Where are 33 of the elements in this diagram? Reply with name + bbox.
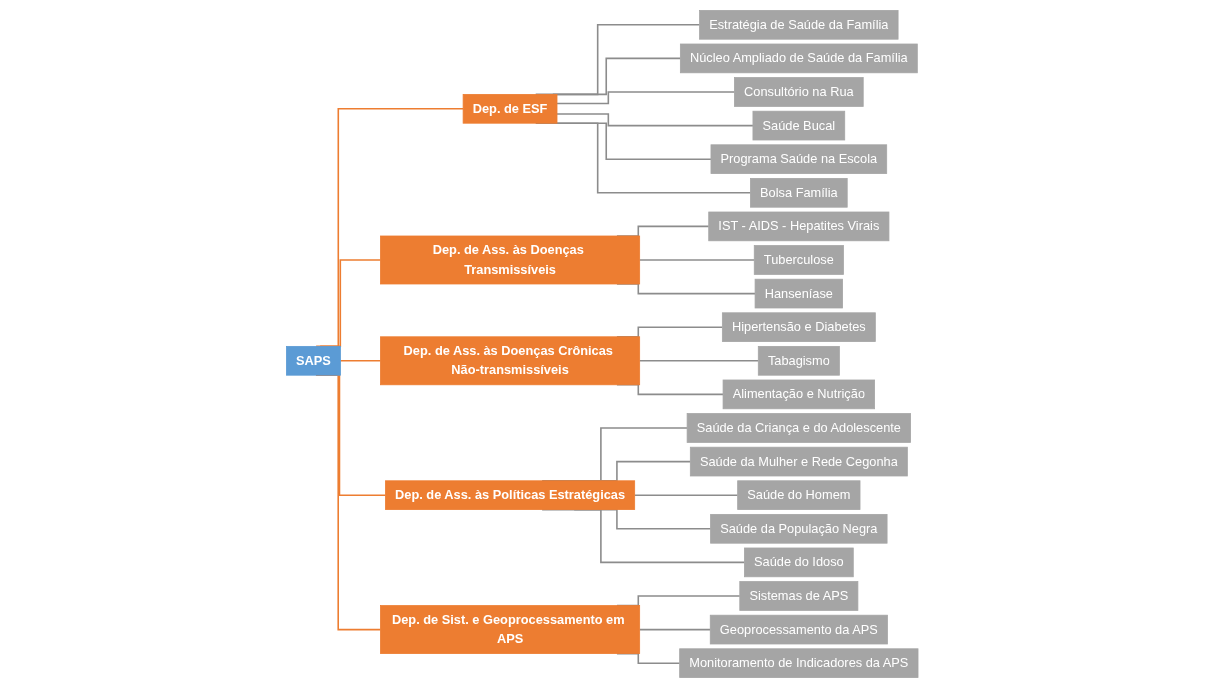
node-box: Saúde da Mulher e Rede Cegonha [690,446,909,477]
node-box: Dep. de Ass. às Doenças Crônicas Não-transmissíveis [380,336,641,386]
node-box: IST - AIDS - Hepatites Virais [708,211,890,242]
node-box: Saúde do Homem [737,480,861,510]
node-box: Sistemas de APS [739,581,859,611]
node-box: Saúde Bucal [752,110,846,141]
connector [339,360,382,362]
node-box: Saúde da População Negra [710,514,888,544]
node-box: Hanseníase [754,278,844,309]
node-box: Estratégia de Saúde da Família [699,10,899,40]
node-box: Bolsa Família [750,178,848,208]
connector [639,259,756,261]
node-box: Hipertensão e Diabetes [722,312,876,342]
node-box: Consultório na Rua [734,77,864,107]
node-box: Dep. de Sist. e Geoprocessamento em APS [380,605,641,654]
connector [556,91,736,105]
node-box: Programa Saúde na Escola [710,144,888,174]
node-box: Dep. de ESF [463,94,558,124]
node-box: Saúde do Idoso [744,547,854,578]
node-box: Tuberculose [754,245,845,275]
node-box: Alimentação e Nutrição [722,379,876,410]
connector [639,360,760,362]
node-box: Geoprocessamento da APS [710,614,889,645]
connector [639,628,712,631]
node-box: Saúde da Criança e do Adolescente [687,413,912,443]
node-box: Monitoramento de Indicadores da APS [679,648,919,678]
node-box: Núcleo Ampliado de Saúde da Família [680,43,918,74]
connector [634,494,739,496]
node-box: Dep. de Ass. às Doenças Transmissíveis [380,235,641,285]
node-box: Dep. de Ass. às Políticas Estratégicas [385,480,636,510]
node-box: SAPS [286,346,342,376]
node-box: Tabagismo [758,346,841,376]
connector [556,113,755,127]
